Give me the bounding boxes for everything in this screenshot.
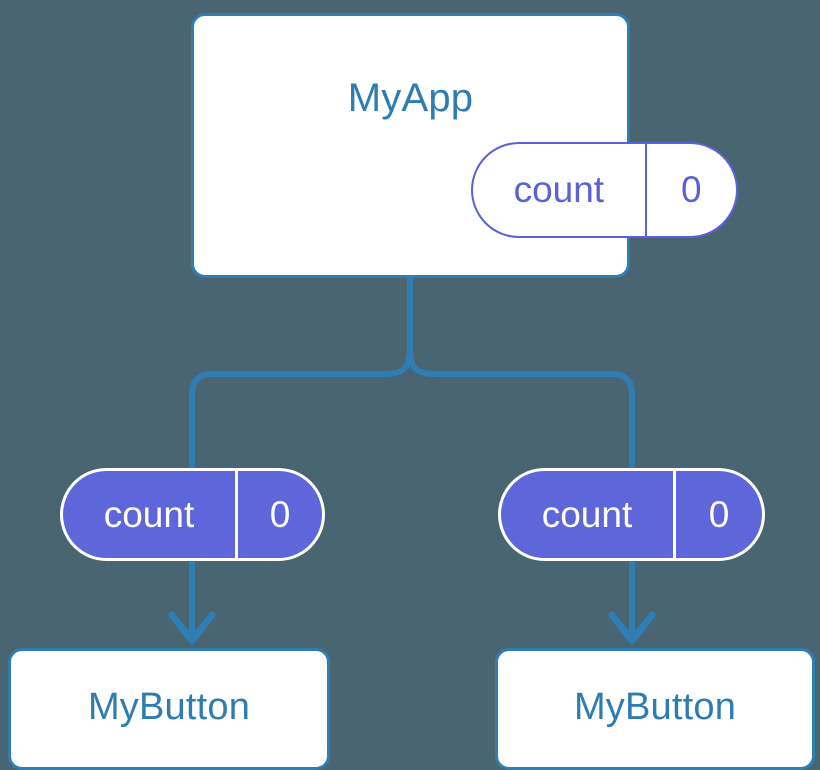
props-pill-right-value: 0	[708, 493, 730, 535]
component-title-myapp: MyApp	[347, 76, 474, 120]
state-pill-value: 0	[681, 169, 702, 210]
component-node-myapp[interactable]: MyApp count 0	[191, 13, 738, 278]
component-node-mybutton-right[interactable]: MyButton	[495, 648, 815, 770]
props-pill-left-value: 0	[269, 493, 291, 535]
props-pill-right-key: count	[501, 471, 676, 558]
props-pill-right[interactable]: count 0	[498, 468, 765, 561]
component-title-mybutton-left: MyButton	[87, 686, 251, 728]
component-title-mybutton-right: MyButton	[573, 686, 737, 728]
props-pill-left-key: count	[63, 471, 238, 558]
connector-branch-left	[189, 347, 413, 468]
connector-branch-right	[407, 347, 635, 468]
down-arrow-icon-right	[608, 611, 656, 645]
props-pill-left[interactable]: count 0	[60, 468, 325, 561]
state-pill-key: count	[473, 144, 647, 236]
state-pill-count[interactable]: count 0	[471, 142, 738, 238]
down-arrow-icon-left	[168, 611, 216, 645]
component-node-mybutton-left[interactable]: MyButton	[8, 648, 330, 770]
